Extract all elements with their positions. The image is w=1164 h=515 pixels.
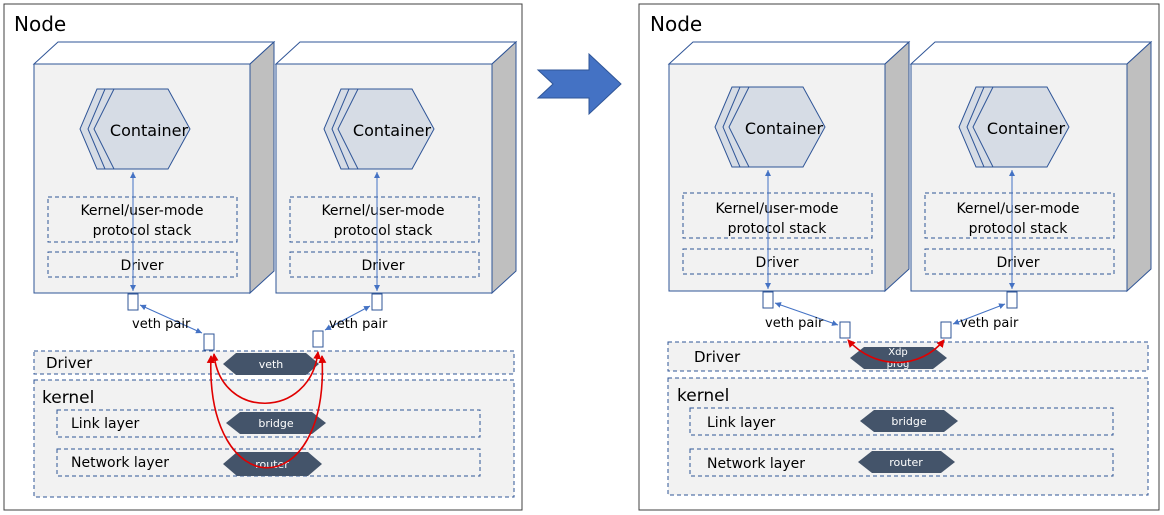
network-layer-box — [689, 448, 1114, 477]
protocol-stack-label: protocol stack — [93, 223, 193, 239]
container-icon — [79, 88, 191, 170]
protocol-stack-label: protocol stack — [969, 221, 1069, 237]
router-hex — [858, 451, 955, 473]
protocol-stack-box — [47, 196, 238, 243]
protocol-stack-label: protocol stack — [728, 221, 828, 237]
protocol-stack-box — [682, 192, 873, 239]
driver-label: Driver — [755, 255, 798, 271]
panel-after: Node Container Kernel/user-mode protocol… — [638, 3, 1160, 511]
driver-box — [289, 251, 480, 278]
veth-endpoint — [312, 330, 324, 348]
panel-before: Node Container Kernel/user-mode protocol… — [3, 3, 523, 511]
driver-label: Driver — [361, 258, 404, 274]
container-label: Container — [110, 121, 189, 140]
protocol-stack-label: Kernel/user-mode — [80, 203, 203, 219]
kernel-box — [667, 377, 1149, 496]
transition-arrow — [536, 52, 622, 116]
veth-pair-label: veth pair — [960, 316, 1019, 331]
bridge-hex — [226, 412, 326, 434]
protocol-stack-box — [289, 196, 480, 243]
container-icon — [714, 86, 826, 168]
container-host-1: Container Kernel/user-mode protocol stac… — [32, 40, 276, 295]
driver-box — [682, 248, 873, 275]
protocol-stack-label: Kernel/user-mode — [321, 203, 444, 219]
xdp-prog-label: prog — [887, 359, 910, 370]
veth-endpoint — [940, 321, 952, 339]
link-layer-box — [56, 409, 481, 438]
kernel-label: kernel — [42, 388, 94, 408]
veth-pair-label: veth pair — [132, 317, 191, 332]
network-layer-label: Network layer — [71, 455, 169, 471]
link-layer-label: Link layer — [707, 415, 775, 431]
driver-band-label: Driver — [694, 348, 741, 366]
node-label: Node — [650, 12, 702, 36]
container-label: Container — [745, 119, 824, 138]
protocol-stack-label: Kernel/user-mode — [956, 201, 1079, 217]
veth-pair-label: veth pair — [765, 316, 824, 331]
container-host-2: Container Kernel/user-mode protocol stac… — [909, 40, 1153, 293]
veth-hex-label: veth — [259, 358, 284, 371]
container-icon — [958, 86, 1070, 168]
veth-endpoint — [203, 333, 215, 351]
container-label: Container — [353, 121, 432, 140]
veth-endpoint — [1006, 291, 1018, 309]
protocol-stack-label: Kernel/user-mode — [715, 201, 838, 217]
router-hex-label: router — [255, 458, 289, 471]
container-host-1: Container Kernel/user-mode protocol stac… — [667, 40, 911, 293]
veth-endpoint — [839, 321, 851, 339]
router-hex-label: router — [889, 456, 923, 469]
container-host-2: Container Kernel/user-mode protocol stac… — [274, 40, 518, 295]
xdp-prog-hex — [850, 347, 947, 369]
container-label: Container — [987, 119, 1066, 138]
veth-endpoint — [762, 291, 774, 309]
driver-band-label: Driver — [46, 354, 93, 372]
veth-endpoint — [371, 293, 383, 311]
bridge-hex-label: bridge — [891, 415, 927, 428]
protocol-stack-label: protocol stack — [334, 223, 434, 239]
driver-box — [47, 251, 238, 278]
link-layer-box — [689, 407, 1114, 436]
protocol-stack-box — [924, 192, 1115, 239]
link-layer-label: Link layer — [71, 416, 139, 432]
kernel-label: kernel — [677, 386, 729, 406]
bridge-hex-label: bridge — [258, 417, 294, 430]
veth-pair-label: veth pair — [329, 317, 388, 332]
packet-path — [847, 339, 945, 364]
node-label: Node — [14, 12, 66, 36]
xdp-prog-label: Xdp — [888, 347, 908, 358]
driver-label: Driver — [120, 258, 163, 274]
kernel-box — [33, 379, 515, 498]
driver-label: Driver — [996, 255, 1039, 271]
container-icon — [323, 88, 435, 170]
network-layer-label: Network layer — [707, 456, 805, 472]
driver-box — [924, 248, 1115, 275]
router-hex — [223, 452, 322, 476]
packet-path — [206, 351, 327, 469]
bridge-hex — [860, 410, 958, 432]
veth-endpoint — [127, 293, 139, 311]
